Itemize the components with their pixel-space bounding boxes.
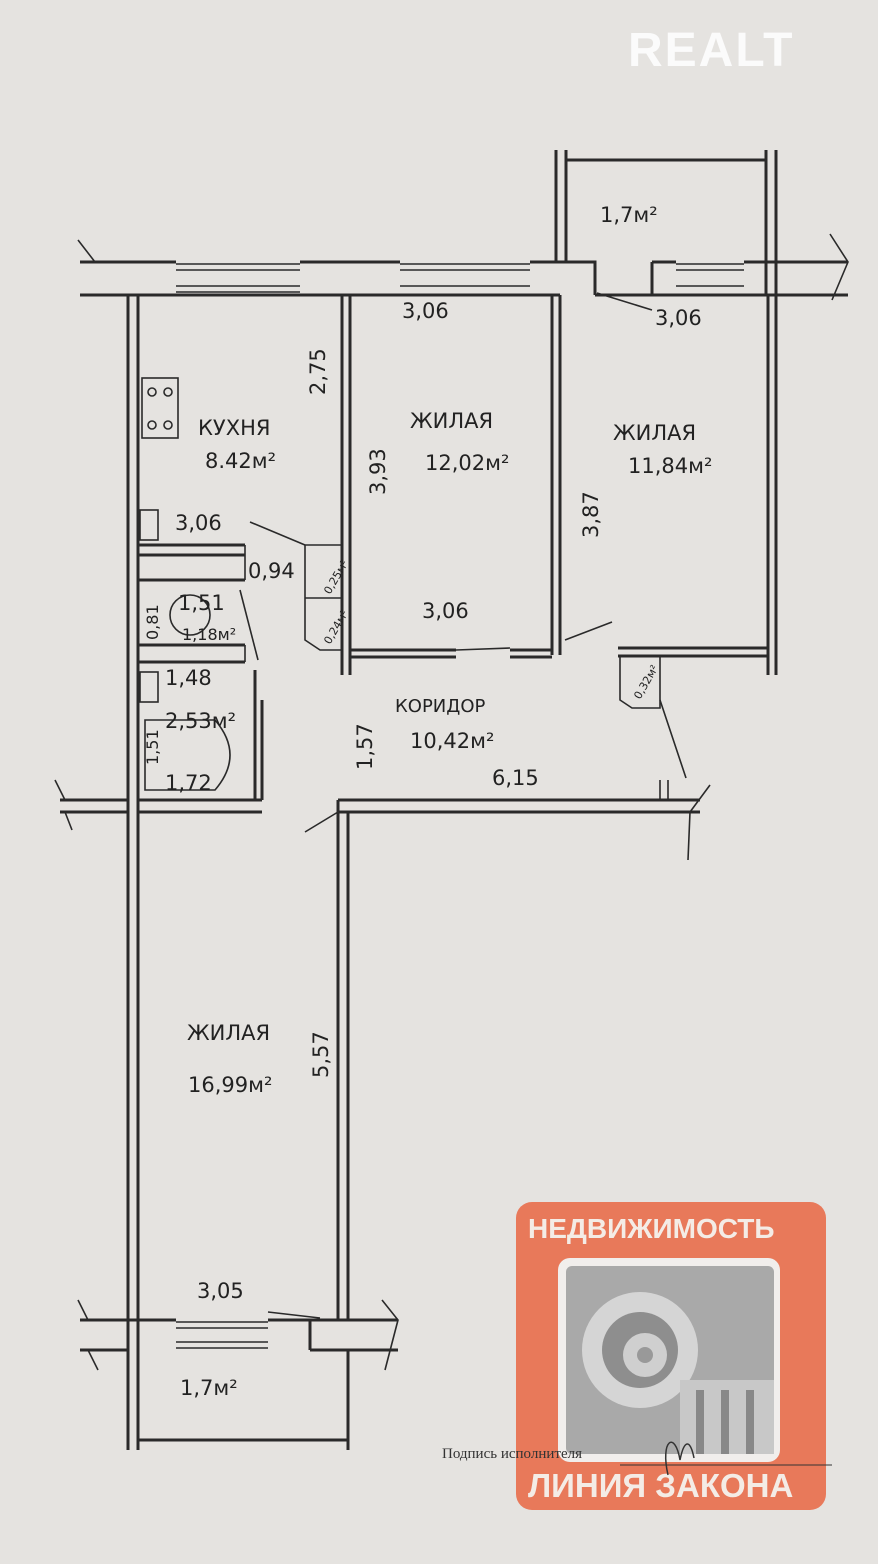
dim: 3,06	[422, 599, 469, 623]
living2-area: 11,84м²	[628, 454, 712, 478]
living3-name: ЖИЛАЯ	[187, 1021, 270, 1045]
dim: 6,15	[492, 766, 539, 790]
dim: 1,57	[353, 723, 377, 770]
dim: 1,51	[143, 729, 162, 765]
dim: 2,75	[306, 348, 330, 395]
kitchen-name: КУХНЯ	[198, 416, 270, 440]
dim: 5,57	[309, 1031, 333, 1078]
living3-area: 16,99м²	[188, 1073, 272, 1097]
dim: 0,81	[143, 604, 162, 640]
bathtub-icon	[144, 719, 231, 791]
signature	[664, 1441, 695, 1476]
sink-icon	[139, 509, 159, 541]
stove-icon	[141, 377, 179, 439]
living2-name: ЖИЛАЯ	[613, 421, 696, 445]
bath-area: 2,53м²	[165, 709, 236, 733]
balcony-bottom-area: 1,7м²	[180, 1376, 238, 1400]
dim: 3,87	[579, 491, 603, 538]
fixtures	[139, 377, 231, 791]
toilet-area: 1,18м²	[182, 625, 236, 644]
corridor-name: КОРИДОР	[395, 696, 485, 717]
living1-area: 12,02м²	[425, 451, 509, 475]
toilet-icon	[169, 594, 211, 636]
kitchen-area: 8.42м²	[205, 449, 276, 473]
labels: 1,7м² 3,06 3,06 2,75 КУХНЯ 8.42м² 3,93 Ж…	[143, 203, 712, 1400]
walls	[54, 150, 849, 1450]
dim: 1,48	[165, 666, 212, 690]
dim: 3,06	[402, 299, 449, 323]
dim: 3,06	[175, 511, 222, 535]
balcony-top-area: 1,7м²	[600, 203, 658, 227]
dim: 3,05	[197, 1279, 244, 1303]
living1-name: ЖИЛАЯ	[410, 409, 493, 433]
closet-area: 0,25м²	[321, 558, 351, 597]
dim: 1,72	[165, 771, 212, 795]
corridor-area: 10,42м²	[410, 729, 494, 753]
logo-top-text: НЕДВИЖИМОСТЬ	[528, 1213, 774, 1244]
signature-label: Подпись исполнителя	[442, 1446, 582, 1462]
logo-bottom-text: ЛИНИЯ ЗАКОНА	[528, 1467, 793, 1504]
dim: 3,06	[655, 306, 702, 330]
dim: 3,93	[366, 448, 390, 495]
company-logo: НЕДВИЖИМОСТЬ ЛИНИЯ ЗАКОНА	[516, 1202, 826, 1510]
washbasin-icon	[139, 671, 159, 703]
brand-watermark: REALT	[628, 24, 794, 77]
dim: 1,51	[178, 591, 225, 615]
closet-area: 0,24м²	[321, 608, 351, 647]
closet-area: 0,32м²	[631, 663, 661, 702]
dim: 0,94	[248, 559, 295, 583]
